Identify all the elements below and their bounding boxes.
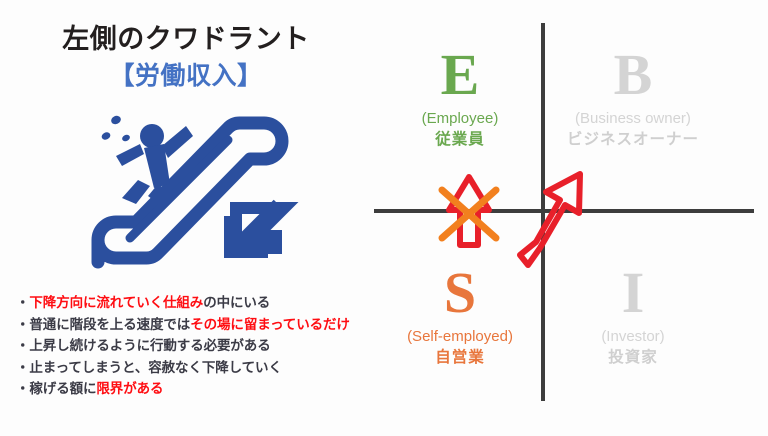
bullet-text-segment: の中にいる [203,295,271,310]
quadrant-english-employee: (Employee) [421,110,499,127]
bullet-marker: ・ [16,338,30,353]
quadrant-japanese-business-owner: ビジネスオーナー [566,131,699,148]
left-panel: 左側のクワドラント 【労働収入】 [0,0,372,431]
bullet-text-segment: 普通に階段を上る速度では [29,316,191,332]
quadrant-english-self-employed: (Self-employed) [407,328,513,345]
quadrant-letter-s: S [443,260,477,325]
quadrant-japanese-employee: 従業員 [435,131,485,148]
quadrant-japanese-investor: 投資家 [608,349,658,366]
quadrant-letter-b: B [613,42,653,107]
bullet-marker: ・ [16,295,30,310]
bullet-marker: ・ [16,359,30,375]
escalator-illustration [78,100,302,282]
bullet-marker: ・ [16,316,30,332]
quadrant-english-business-owner: (Business owner) [575,110,691,127]
bullet-item: ・普通に階段を上る速度ではその場に留まっているだけ [16,314,372,336]
bullet-list: ・下降方向に流れていく仕組みの中にいる・普通に階段を上る速度ではその場に留まって… [16,292,372,400]
bullet-text-segment: 上昇し続けるように行動する必要がある [29,338,271,353]
bullet-item: ・下降方向に流れていく仕組みの中にいる [16,292,372,314]
quadrant-letter-e: E [440,42,480,107]
quadrant-english-investor: (Investor) [601,328,665,345]
bullet-marker: ・ [16,381,30,396]
cashflow-quadrant: E (Employee) 従業員 B (Business owner) ビジネス… [372,0,768,431]
quadrant-cell-business-owner: B (Business owner) ビジネスオーナー [548,44,718,150]
quadrant-horizontal-axis [374,209,754,213]
bullet-item: ・止まってしまうと、容赦なく下降していく [16,357,372,379]
bullet-item: ・稼げる額に限界がある [16,378,372,400]
quadrant-cell-investor: I (Investor) 投資家 [548,262,718,368]
quadrant-letter-i: I [621,260,645,325]
bullet-text-segment: 稼げる額に [29,381,97,396]
bullet-text-segment: 限界がある [96,381,164,396]
quadrant-japanese-self-employed: 自営業 [435,349,485,366]
quadrant-cell-employee: E (Employee) 従業員 [375,44,545,150]
bullet-text-segment: 止まってしまうと、容赦なく下降していく [29,359,282,375]
bullet-text-segment: その場に留まっているだけ [190,316,350,332]
bullet-item: ・上昇し続けるように行動する必要がある [16,335,372,357]
bullet-text-segment: 下降方向に流れていく仕組み [29,295,204,310]
page-title-subtitle: 【労働収入】 [109,62,263,90]
page-title-main: 左側のクワドラント [62,24,310,54]
quadrant-cell-self-employed: S (Self-employed) 自営業 [375,262,545,368]
